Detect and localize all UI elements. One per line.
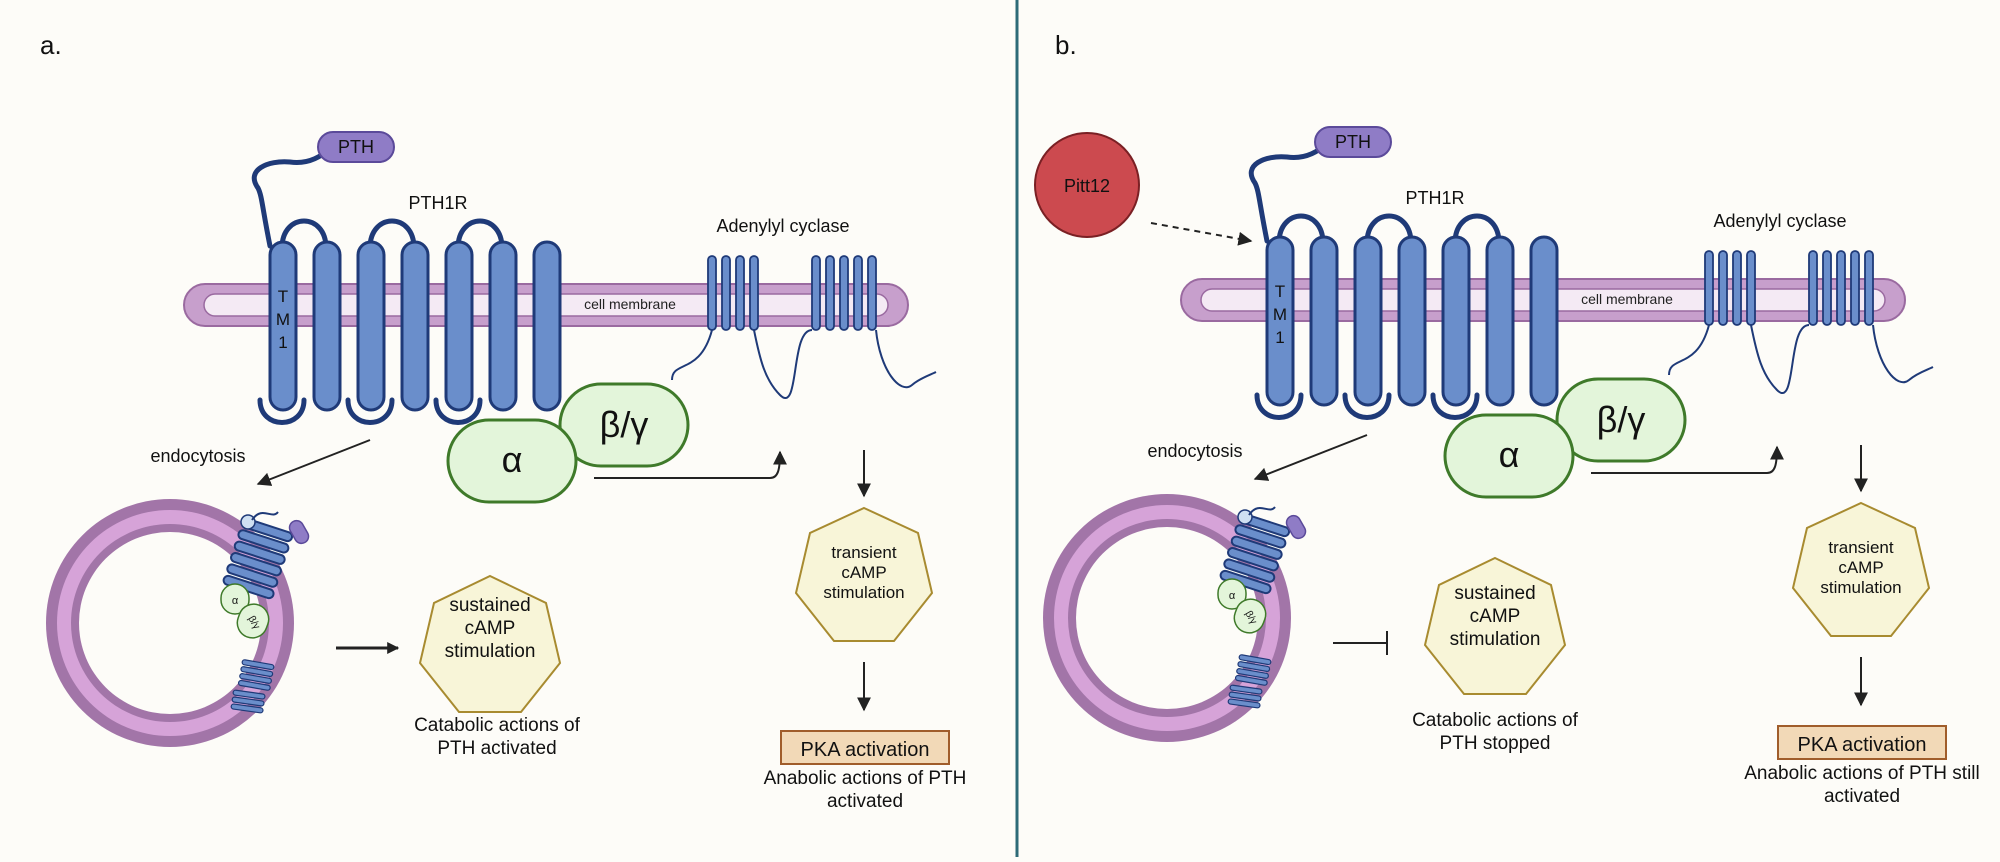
- receptor-loops: [1248, 140, 1502, 420]
- adenylyl-cyclase: Adenylyl cyclase: [1668, 211, 1934, 394]
- adenylyl-cyclase: Adenylyl cyclase: [671, 216, 937, 399]
- endocytosis-label: endocytosis: [150, 446, 245, 466]
- g-betagamma-subunit: [558, 382, 690, 468]
- alpha-to-cyclase-arrow: [1591, 445, 1784, 474]
- g-alpha-subunit: [1443, 413, 1575, 499]
- receptor-label: PTH1R: [408, 193, 467, 213]
- transient-camp-heptagon: transient cAMP stimulation: [794, 506, 934, 642]
- pth-label: PTH: [1335, 132, 1371, 152]
- tm1-letter: M: [276, 310, 290, 329]
- anabolic-text: Anabolic actions of PTH: [764, 768, 967, 789]
- g-protein: β/γ α: [446, 382, 690, 504]
- tm1-letter: 1: [278, 333, 287, 352]
- catabolic-text: PTH activated: [437, 738, 556, 759]
- transient-camp-heptagon: transient cAMP stimulation: [1791, 501, 1931, 637]
- transient-line: transient: [831, 543, 896, 562]
- g-protein: β/γ α: [1443, 377, 1687, 499]
- mini-alpha-label: α: [1229, 590, 1236, 602]
- sustained-line: sustained: [449, 595, 530, 616]
- transient-line: cAMP: [841, 563, 886, 582]
- sustained-camp-heptagon: sustained cAMP stimulation: [1423, 556, 1567, 695]
- g-alpha-subunit: [446, 418, 578, 504]
- anabolic-text: Anabolic actions of PTH still: [1744, 763, 1980, 784]
- pka-label: PKA activation: [1798, 734, 1927, 756]
- sustained-line: sustained: [1454, 583, 1535, 604]
- alpha-to-cyclase-arrow: [594, 450, 787, 479]
- membrane-label: cell membrane: [1581, 291, 1673, 307]
- anabolic-text: activated: [827, 791, 903, 812]
- pka-activation-box: PKA activation: [780, 730, 950, 765]
- tm1-letter: M: [1273, 305, 1287, 324]
- cyclase-label: Adenylyl cyclase: [1713, 211, 1846, 231]
- internalized-pth: [288, 519, 310, 545]
- endosome-vesicle: α β/γ: [46, 499, 310, 747]
- pth-ligand: PTH: [1314, 126, 1392, 158]
- sustained-camp-heptagon: sustained cAMP stimulation: [418, 574, 562, 713]
- pitt12-binding-arrow: [1150, 222, 1253, 246]
- sustained-line: cAMP: [1470, 606, 1521, 627]
- panel-label: b.: [1055, 30, 1077, 60]
- catabolic-text: Catabolic actions of: [414, 715, 581, 736]
- endocytosis-arrow: [256, 439, 371, 486]
- pth-label: PTH: [338, 137, 374, 157]
- endocytosis-arrow: [1253, 434, 1368, 481]
- pth-ligand: PTH: [317, 131, 395, 163]
- pth1r-receptor: T M 1: [268, 240, 562, 412]
- pka-activation-box: PKA activation: [1777, 725, 1947, 760]
- catabolic-text: Catabolic actions of: [1412, 710, 1579, 731]
- transient-line: transient: [1828, 538, 1893, 557]
- pka-label: PKA activation: [801, 739, 930, 761]
- sustained-line: stimulation: [1450, 629, 1541, 650]
- tm1-letter: 1: [1275, 328, 1284, 347]
- pitt12-label: Pitt12: [1064, 176, 1110, 196]
- panel-b: b. Pitt12 cell membrane: [1034, 30, 1980, 807]
- transient-line: stimulation: [1820, 578, 1901, 597]
- g-alpha-label: α: [1499, 434, 1520, 475]
- pitt12-inhibitor: Pitt12: [1034, 132, 1140, 238]
- transient-line: stimulation: [823, 583, 904, 602]
- g-betagamma-subunit: [1555, 377, 1687, 463]
- sustained-line: cAMP: [465, 618, 516, 639]
- panel-a: a. cell membrane T M: [40, 30, 966, 812]
- transient-line: cAMP: [1838, 558, 1883, 577]
- g-betagamma-label: β/γ: [600, 404, 649, 445]
- g-alpha-label: α: [502, 439, 523, 480]
- catabolic-text: PTH stopped: [1440, 733, 1551, 754]
- membrane-label: cell membrane: [584, 296, 676, 312]
- endocytosis-label: endocytosis: [1147, 441, 1242, 461]
- g-betagamma-label: β/γ: [1597, 399, 1646, 440]
- sustained-line: stimulation: [445, 641, 536, 662]
- receptor-loops: [251, 145, 505, 425]
- endosome-vesicle: α β/γ: [1043, 494, 1307, 742]
- tm1-letter: T: [1275, 282, 1285, 301]
- mini-alpha-label: α: [232, 595, 239, 607]
- anabolic-text: activated: [1824, 786, 1900, 807]
- internalized-pth: [1285, 514, 1307, 540]
- panel-label: a.: [40, 30, 62, 60]
- cyclase-label: Adenylyl cyclase: [716, 216, 849, 236]
- receptor-label: PTH1R: [1405, 188, 1464, 208]
- tm1-letter: T: [278, 287, 288, 306]
- pth1r-receptor: T M 1: [1265, 235, 1559, 407]
